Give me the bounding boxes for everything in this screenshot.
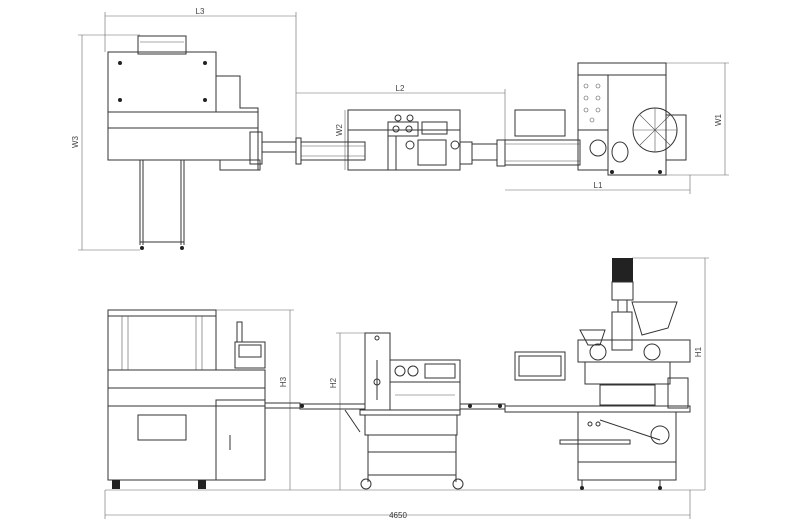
tray-arranger-top [107,35,263,250]
dimension-w2: W2 [335,110,346,170]
dimension-label-w3: W3 [71,135,80,148]
middle-machine-top [347,109,461,171]
dimension-label-w1: W1 [714,113,723,126]
conveyor-1-front [264,402,366,410]
dimension-l1: L1 [505,175,691,194]
dimension-h3: H3 [215,309,294,490]
conveyor-2-top [459,139,581,167]
dimension-label-l3: L3 [196,7,205,16]
dimension-label-h1: H1 [694,346,703,357]
dimension-w1: W1 [665,62,729,176]
dimension-h2: H2 [329,332,365,490]
dimension-label-w2: W2 [335,123,344,136]
middle-machine-front [344,332,464,490]
tray-arranger-front [107,309,266,489]
dimension-label-h2: H2 [329,377,338,388]
dimension-label-h3: H3 [279,376,288,387]
top-view: L3 W3 L2 W2 W1 L1 [71,7,729,251]
dimension-h1: H1 [632,257,709,490]
dimension-l2: L2 [296,84,506,145]
conveyor-1-top [261,137,366,165]
dimension-label-l2: L2 [396,84,405,93]
dimension-w3: W3 [71,34,140,251]
dimension-label-4650: 4650 [389,511,407,520]
dimension-label-l1: L1 [594,181,603,190]
dimension-l3: L3 [104,7,297,145]
encrusting-machine-top [514,62,687,176]
dimension-total-length: 4650 [104,489,705,520]
front-view: 4650 H3 H2 H1 [104,257,709,520]
conveyor-2-front [459,403,506,410]
encrusting-machine-front [504,258,691,490]
